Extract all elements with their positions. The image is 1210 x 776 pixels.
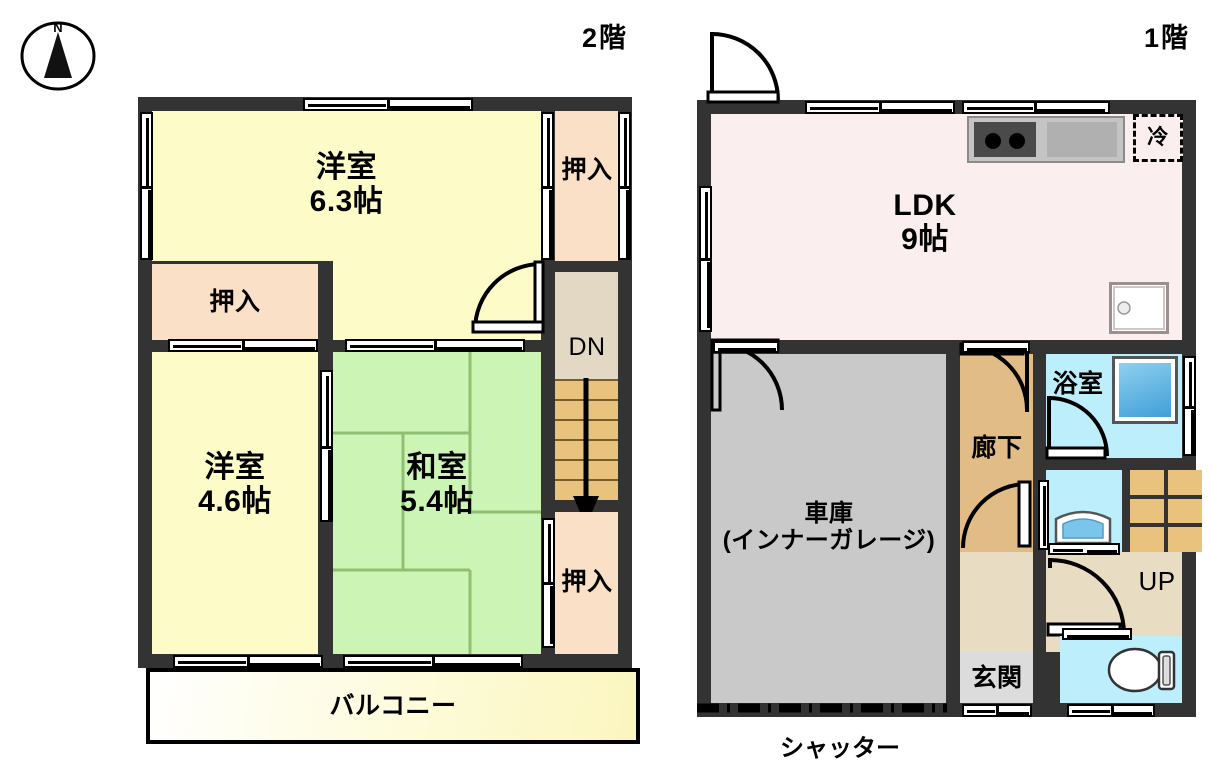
toilet-door <box>1062 628 1132 640</box>
balcony-label: バルコニー <box>329 691 457 720</box>
room-fill-closet-bottom <box>555 512 618 654</box>
window-east-stair-landing <box>618 112 631 260</box>
room-fill-western-6.3 <box>152 111 541 261</box>
room-fill-closet-middle <box>152 264 318 340</box>
washroom-door <box>1048 543 1120 555</box>
shutter-label: シャッター <box>780 735 900 762</box>
label-western-6.3: 洋室 6.3帖 <box>152 130 541 240</box>
entrance-sliding-door <box>962 704 1032 717</box>
label-closet-bottom: 押入 <box>551 562 623 602</box>
label-closet-middle: 押入 <box>152 282 318 322</box>
label-japanese-5.4: 和室 5.4帖 <box>333 430 541 540</box>
stair-treads-up <box>1130 470 1202 552</box>
western-6.3-label: 洋室 6.3帖 <box>309 150 384 218</box>
floor1-plan: 冷 LDK 9帖 車庫 (インナーガレージ) <box>660 0 1210 776</box>
window-north-ldk-b <box>962 101 1110 114</box>
label-stair-down: DN <box>551 330 623 364</box>
balcony <box>146 668 640 744</box>
window-south-japanese <box>343 655 523 668</box>
label-western-4.6: 洋室 4.6帖 <box>152 430 318 540</box>
ldk-label: LDK 9帖 <box>893 188 957 256</box>
label-bathroom: 浴室 <box>1044 366 1112 402</box>
western-4.6-label: 洋室 4.6帖 <box>198 450 272 518</box>
window-east-western-6.3 <box>541 112 554 260</box>
label-closet-top: 押入 <box>551 150 623 190</box>
entrance-label: 玄関 <box>971 663 1023 692</box>
balcony-label-box: バルコニー <box>146 668 640 744</box>
room-fill-entrance <box>960 652 1033 703</box>
closet-middle-label: 押入 <box>209 287 261 316</box>
label-corridor: 廊下 <box>958 430 1036 466</box>
room-fill-closet-top <box>555 111 618 261</box>
corridor-label: 廊下 <box>971 433 1023 462</box>
window-north-ldk-a <box>805 101 955 114</box>
label-entrance: 玄関 <box>958 658 1036 698</box>
room-fill-garage <box>711 354 946 703</box>
sliding-door-between-rooms <box>320 370 333 522</box>
window-west-western-6.3 <box>140 112 153 260</box>
window-bathroom <box>1183 356 1196 456</box>
label-stair-up: UP <box>1122 565 1192 599</box>
window-north-western-6.3 <box>303 98 473 111</box>
opening-corridor-north <box>962 341 1030 353</box>
stair-down-label: DN <box>568 332 606 361</box>
garage-label: 車庫 (インナーガレージ) <box>722 499 936 554</box>
window-washroom-west <box>1038 480 1049 550</box>
floor2-plan: バルコニー 洋室 6.3帖 洋室 4.6帖 和室 5.4帖 押入 押入 押入 D… <box>138 97 640 744</box>
room-fill-hall <box>960 552 1033 652</box>
refrigerator-space: 冷 <box>1133 114 1183 162</box>
stair-treads-down <box>555 380 618 500</box>
room-fill-japanese-5.4 <box>333 352 541 654</box>
floor1-title: 1階 <box>1143 23 1190 53</box>
stair-up-label: UP <box>1138 566 1176 597</box>
closet-bottom-label: 押入 <box>561 567 613 596</box>
opening-garage-north <box>713 341 779 353</box>
window-south-western-4.6 <box>173 655 323 668</box>
floor2-title: 2階 <box>581 23 628 53</box>
closet-top-label: 押入 <box>561 155 613 184</box>
room-fill-washroom <box>1046 470 1122 552</box>
window-toilet-south <box>1067 704 1155 717</box>
closet-doors-bottom <box>542 518 555 648</box>
room-fill-western-4.6 <box>152 352 318 654</box>
closet-doors-middle <box>168 339 318 352</box>
door-swing-entrance-north <box>706 30 780 104</box>
bathroom-label: 浴室 <box>1052 369 1104 398</box>
window-west-ldk <box>699 186 712 332</box>
japanese-5.4-label: 和室 5.4帖 <box>400 450 474 518</box>
label-garage: 車庫 (インナーガレージ) <box>700 485 958 569</box>
room-fill-toilet <box>1060 636 1182 703</box>
refrigerator-label: 冷 <box>1147 126 1169 150</box>
sliding-door-japanese-north <box>345 339 525 352</box>
room-fill-stair-landing <box>555 272 618 380</box>
label-ldk: LDK 9帖 <box>810 178 1040 268</box>
room-fill-western-6.3-b <box>333 255 541 340</box>
